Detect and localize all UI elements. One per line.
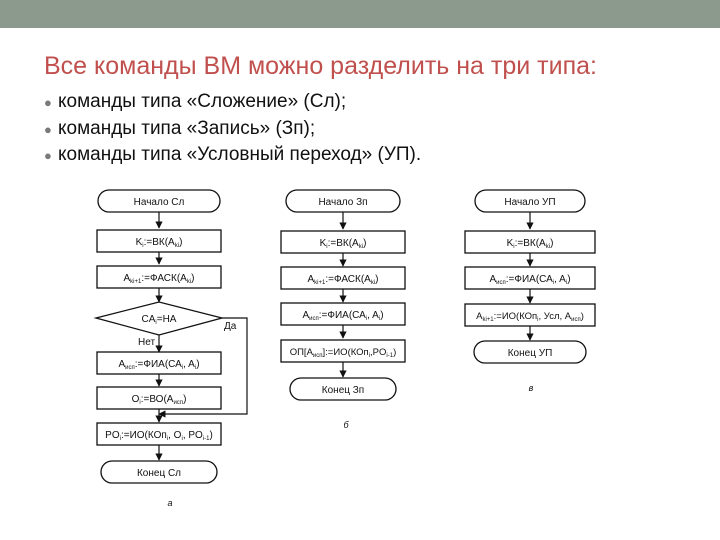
- slide-top-bar: [0, 0, 720, 28]
- process-label: ОП[Аисп]:=ИО(КОпi,POi-1): [290, 347, 397, 359]
- slide-title: Все команды ВМ можно разделить на три ти…: [44, 52, 597, 80]
- process-label: Aисп:=ФИА(САi, Ai): [302, 310, 383, 322]
- process-block: [96, 229, 222, 253]
- process-block: [96, 265, 222, 289]
- bullet-item: ● команды типа «Запись» (Зп);: [44, 116, 421, 143]
- bullet-item: ● команды типа «Условный переход» (УП).: [44, 142, 421, 169]
- flowchart-a: Начало Сл Ki:=ВК(Аki) Aki+1:=ФАСК(Аki) C…: [93, 189, 248, 508]
- process-block: [280, 302, 406, 326]
- flowchart-b: Начало Зп Ki:=ВК(Аki) Aki+1:=ФАСК(Аki) A…: [280, 189, 406, 430]
- process-label: Aki+1:=ИО(КОпi, Усл, Aисп): [476, 311, 584, 323]
- process-block: [96, 351, 222, 375]
- start-label: Начало УП: [504, 197, 555, 208]
- bullet-dot-icon: ●: [44, 121, 52, 137]
- process-block: [280, 266, 406, 290]
- process-label: Oi:=ВО(Аисп): [132, 394, 187, 406]
- process-label: Aисп:=ФИА(САi, Ai): [489, 274, 570, 286]
- bullet-text: команды типа «Сложение» (Сл);: [58, 91, 347, 112]
- process-label: Ki:=ВК(Аki): [136, 237, 183, 249]
- bullet-text: команды типа «Запись» (Зп);: [58, 117, 316, 139]
- start-terminal: [474, 189, 586, 213]
- process-label: POi:=ИО(КОпi, Oi, POi-1): [105, 430, 213, 442]
- end-terminal: [100, 460, 218, 484]
- process-block: [464, 303, 596, 327]
- process-block: [96, 386, 222, 410]
- process-block: [464, 230, 596, 254]
- decision-label: CAi=НА: [142, 314, 177, 326]
- start-label: Начало Зп: [318, 197, 367, 208]
- caption-label: в: [529, 383, 534, 393]
- process-label: Aki+1:=ФАСК(Аki): [123, 273, 194, 285]
- end-terminal: [289, 377, 397, 401]
- yes-branch-connector: [158, 317, 248, 418]
- process-label: Ki:=ВК(Аki): [507, 238, 554, 250]
- caption-label: б: [343, 420, 349, 430]
- no-label: Нет: [138, 337, 155, 348]
- bullet-item: ● команды типа «Сложение» (Сл);: [44, 89, 421, 116]
- decision-diamond: [93, 301, 225, 336]
- process-block: [464, 266, 596, 290]
- bullet-text: команды типа «Условный переход» (УП).: [58, 144, 422, 165]
- end-label: Конец Сл: [137, 468, 181, 479]
- start-terminal: [285, 189, 401, 213]
- end-label: Конец Зп: [322, 385, 364, 396]
- bullet-dot-icon: ●: [44, 148, 52, 163]
- caption-label: а: [167, 498, 172, 508]
- process-block: [280, 339, 406, 363]
- process-label: Aki+1:=ФАСК(Аki): [307, 274, 378, 286]
- start-label: Начало Сл: [134, 197, 185, 208]
- process-block: [280, 230, 406, 254]
- bullet-dot-icon: ●: [44, 95, 52, 110]
- end-label: Конец УП: [508, 348, 553, 359]
- process-label: Aисп:=ФИА(САi, Ai): [118, 359, 199, 371]
- flowchart-c: Начало УП Ki:=ВК(Аki) Aисп:=ФИА(САi, Ai)…: [464, 189, 596, 393]
- process-block: [96, 422, 222, 446]
- yes-label: Да: [224, 321, 237, 332]
- process-label: Ki:=ВК(Аki): [320, 238, 367, 250]
- bullet-list: ● команды типа «Сложение» (Сл); ● команды …: [44, 89, 421, 169]
- end-terminal: [473, 340, 587, 364]
- start-terminal: [97, 189, 221, 213]
